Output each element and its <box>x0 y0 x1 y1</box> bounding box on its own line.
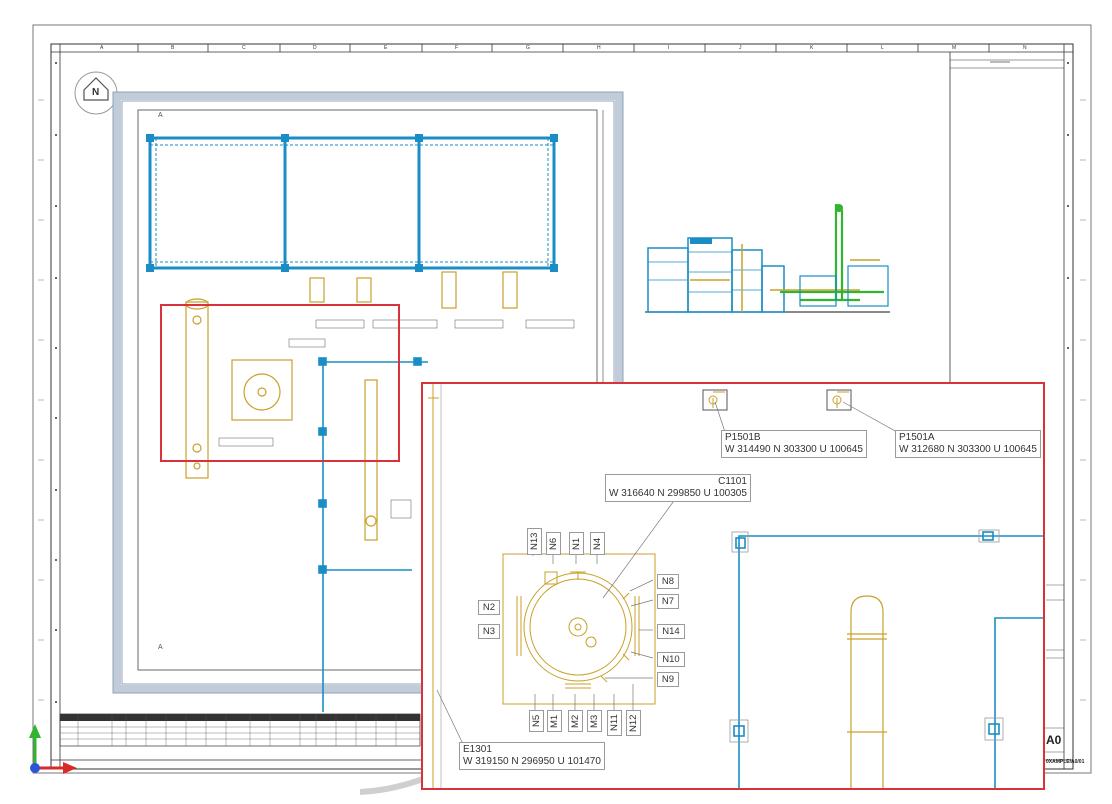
nozzle-tag-n2[interactable]: N2 <box>478 600 500 615</box>
ruler-letter: G <box>526 45 530 51</box>
nozzle-tag-n12[interactable]: N12 <box>626 710 641 736</box>
callout-p1501a[interactable]: P1501A W 312680 N 303300 U 100645 <box>895 430 1041 458</box>
sheet-size-label: A0 <box>1046 733 1062 747</box>
callout-c1101[interactable]: C1101 W 316640 N 299850 U 100305 <box>605 474 751 502</box>
nozzle-tag-n11[interactable]: N11 <box>607 710 622 736</box>
zoom-detail-frame[interactable]: P1501B W 314490 N 303300 U 100645 P1501A… <box>421 382 1045 790</box>
ruler-letter: L <box>881 45 884 51</box>
nozzle-tag-n4[interactable]: N4 <box>590 532 605 555</box>
ruler-letter: A <box>100 45 104 51</box>
zoom-detail-canvas <box>428 384 1043 788</box>
nozzle-tag-n13[interactable]: N13 <box>527 528 542 555</box>
viewport-corner-letter: A <box>158 112 163 119</box>
callout-name: P1501B <box>725 432 761 443</box>
nozzle-tag-n3[interactable]: N3 <box>478 624 500 639</box>
ruler-letter: D <box>313 45 317 51</box>
ruler-letter: H <box>597 45 601 51</box>
nozzle-tag-n10[interactable]: N10 <box>657 652 685 667</box>
callout-name: C1101 <box>718 476 747 487</box>
ruler-letter: E <box>384 45 388 51</box>
ruler-letter: I <box>668 45 670 51</box>
ruler-letter: B <box>171 45 175 51</box>
north-arrow-icon <box>74 71 118 115</box>
callout-e1301[interactable]: E1301 W 319150 N 296950 U 101470 <box>459 742 605 770</box>
callout-name: E1301 <box>463 744 492 755</box>
nozzle-tag-n1[interactable]: N1 <box>569 532 584 555</box>
pipe-line-detail[interactable] <box>729 529 1043 788</box>
revision-table <box>59 713 421 747</box>
callout-p1501b[interactable]: P1501B W 314490 N 303300 U 100645 <box>721 430 867 458</box>
nozzle-tag-n6[interactable]: N6 <box>546 532 561 555</box>
nozzle-tag-n8[interactable]: N8 <box>657 574 679 589</box>
nozzle-tag-m3[interactable]: M3 <box>587 710 602 732</box>
ruler-letter: F <box>455 45 459 51</box>
vessel-detail[interactable] <box>847 595 887 788</box>
pump-p1501b[interactable] <box>702 389 728 411</box>
sheet-number: 0XAMPLE/A0/01 <box>1046 759 1085 765</box>
nozzle-tag-n14[interactable]: N14 <box>657 624 685 639</box>
pipe-rack-plan[interactable] <box>146 134 558 272</box>
column-c1101-plan[interactable] <box>502 553 656 705</box>
nozzle-tag-n7[interactable]: N7 <box>657 594 679 609</box>
pump-p1501a[interactable] <box>826 389 852 411</box>
nozzle-tag-m2[interactable]: M2 <box>568 710 583 732</box>
nozzle-tag-n9[interactable]: N9 <box>657 672 679 687</box>
ruler-letter: C <box>242 45 246 51</box>
pipe-line-lower[interactable] <box>318 357 428 712</box>
viewport-corner-letter: A <box>158 644 163 651</box>
callout-coords: W 312680 N 303300 U 100645 <box>899 444 1037 455</box>
ruler-letter: K <box>810 45 814 51</box>
north-label: N <box>92 87 100 98</box>
ucs-axis-icon <box>29 724 77 774</box>
callout-coords: W 319150 N 296950 U 101470 <box>463 756 601 767</box>
callout-coords: W 314490 N 303300 U 100645 <box>725 444 863 455</box>
plant-3d-view[interactable] <box>645 204 890 313</box>
zoom-source-frame[interactable] <box>160 304 400 462</box>
ruler-letter: J <box>739 45 742 51</box>
nozzle-tag-m1[interactable]: M1 <box>547 710 562 732</box>
ruler-letter: N <box>1023 45 1027 51</box>
ruler-letter: M <box>952 45 957 51</box>
callout-coords: W 316640 N 299850 U 100305 <box>609 488 747 499</box>
callout-name: P1501A <box>899 432 935 443</box>
nozzle-tag-n5[interactable]: N5 <box>529 710 544 732</box>
